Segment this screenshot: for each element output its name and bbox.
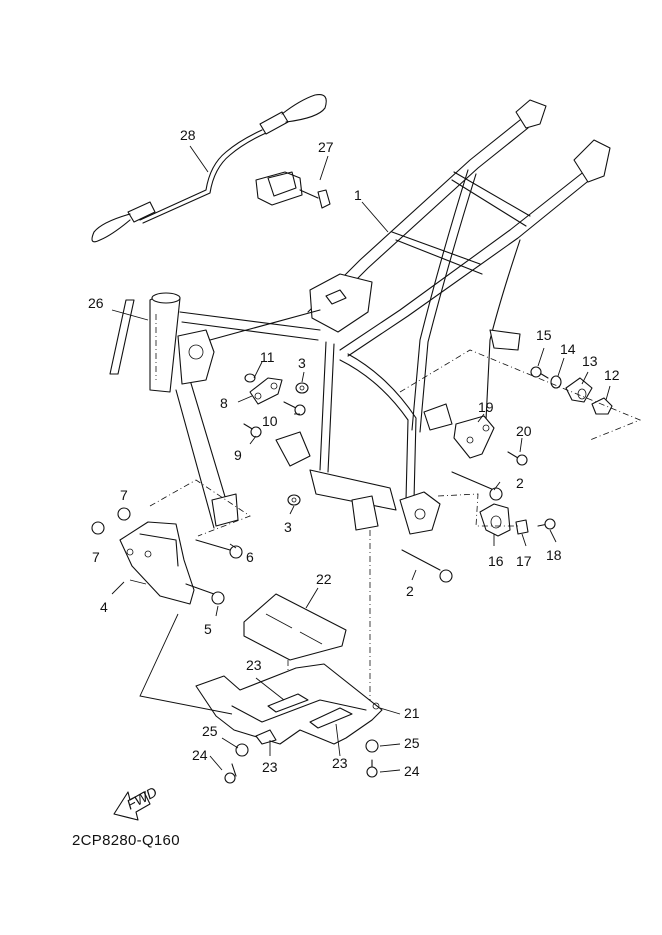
part-28-cable[interactable] (91, 93, 327, 243)
callout-11[interactable]: 11 (260, 349, 275, 365)
callout-23-right[interactable]: 23 (332, 755, 348, 771)
part-13-bushing[interactable] (565, 377, 593, 403)
callout-19[interactable]: 19 (478, 399, 494, 415)
callout-7-upper[interactable]: 7 (120, 487, 128, 503)
callout-6[interactable]: 6 (246, 549, 254, 565)
part-4-chain-guide[interactable] (119, 521, 195, 605)
callout-25-right[interactable]: 25 (404, 735, 420, 751)
callout-14[interactable]: 14 (560, 341, 576, 357)
part-10-bolt[interactable] (283, 401, 306, 416)
callout-18[interactable]: 18 (546, 547, 562, 563)
callout-4[interactable]: 4 (100, 599, 108, 615)
callout-16[interactable]: 16 (488, 553, 504, 569)
part-2-bolt-lower[interactable] (401, 549, 453, 583)
callout-23-top[interactable]: 23 (246, 657, 262, 673)
part-25-nut-left[interactable] (235, 743, 249, 757)
callout-26[interactable]: 26 (88, 295, 104, 311)
callout-24-right[interactable]: 24 (404, 763, 420, 779)
assembly-line-4 (149, 479, 251, 537)
part-23-pad-b[interactable] (309, 707, 353, 729)
callout-25-left[interactable]: 25 (202, 723, 218, 739)
callout-20[interactable]: 20 (516, 423, 532, 439)
leader-lines (111, 145, 611, 773)
part-6-bolt[interactable] (195, 539, 243, 559)
callout-9[interactable]: 9 (234, 447, 242, 463)
part-12-collar[interactable] (591, 397, 613, 415)
part-19-plate[interactable] (453, 415, 495, 459)
part-8-bracket[interactable] (249, 377, 283, 405)
callout-13[interactable]: 13 (582, 353, 598, 369)
assembly-line-12-15 (399, 349, 642, 441)
part-20-bolt[interactable] (507, 451, 528, 466)
part-17-collar[interactable] (515, 519, 529, 535)
part-7-nut-lower[interactable] (91, 521, 105, 535)
callout-28[interactable]: 28 (180, 127, 196, 143)
part-27-key[interactable] (255, 171, 331, 209)
assembly-line-16-18 (437, 493, 518, 527)
callout-17[interactable]: 17 (516, 553, 532, 569)
callout-27[interactable]: 27 (318, 139, 334, 155)
callout-1[interactable]: 1 (354, 187, 362, 203)
callout-15[interactable]: 15 (536, 327, 552, 343)
part-2-bolt-upper[interactable] (451, 471, 503, 501)
part-15-bolt[interactable] (530, 366, 549, 379)
part-26-decal[interactable] (109, 299, 135, 375)
callout-10[interactable]: 10 (262, 413, 278, 429)
part-3-collar-upper[interactable] (295, 382, 309, 394)
part-22-pad[interactable] (243, 593, 347, 661)
part-9-bolt[interactable] (243, 423, 262, 438)
fwd-arrow-icon: FWD (113, 784, 160, 821)
part-25-nut-right[interactable] (365, 739, 379, 753)
callout-12[interactable]: 12 (604, 367, 620, 383)
callout-24-left[interactable]: 24 (192, 747, 208, 763)
part-3-collar-lower[interactable] (287, 494, 301, 506)
callout-2-lower[interactable]: 2 (406, 583, 414, 599)
callout-7-lower[interactable]: 7 (92, 549, 100, 565)
part-23-pad-a[interactable] (267, 693, 309, 713)
leader-21-to-4 (139, 613, 233, 715)
callout-labels: 28 27 1 26 11 3 8 10 9 15 14 13 12 19 20… (88, 127, 620, 779)
part-23-pad-c[interactable] (255, 729, 277, 745)
callout-3-lower[interactable]: 3 (284, 519, 292, 535)
part-18-bolt[interactable] (537, 518, 556, 530)
part-16-damper[interactable] (479, 503, 511, 537)
part-5-bolt[interactable] (185, 583, 225, 605)
part-7-nut-upper[interactable] (117, 507, 131, 521)
callout-8[interactable]: 8 (220, 395, 228, 411)
part-1-frame[interactable] (149, 99, 611, 535)
callout-22[interactable]: 22 (316, 571, 332, 587)
part-14-washer[interactable] (550, 375, 562, 389)
part-24-bolt-left[interactable] (224, 763, 237, 784)
part-24-bolt-right[interactable] (366, 759, 378, 778)
callout-21[interactable]: 21 (404, 705, 420, 721)
callout-2-upper[interactable]: 2 (516, 475, 524, 491)
part-code: 2CP8280-Q160 (72, 832, 180, 849)
callout-23-left[interactable]: 23 (262, 759, 278, 775)
callout-3-upper[interactable]: 3 (298, 355, 306, 371)
callout-5[interactable]: 5 (204, 621, 212, 637)
part-11-collar[interactable] (244, 373, 256, 383)
